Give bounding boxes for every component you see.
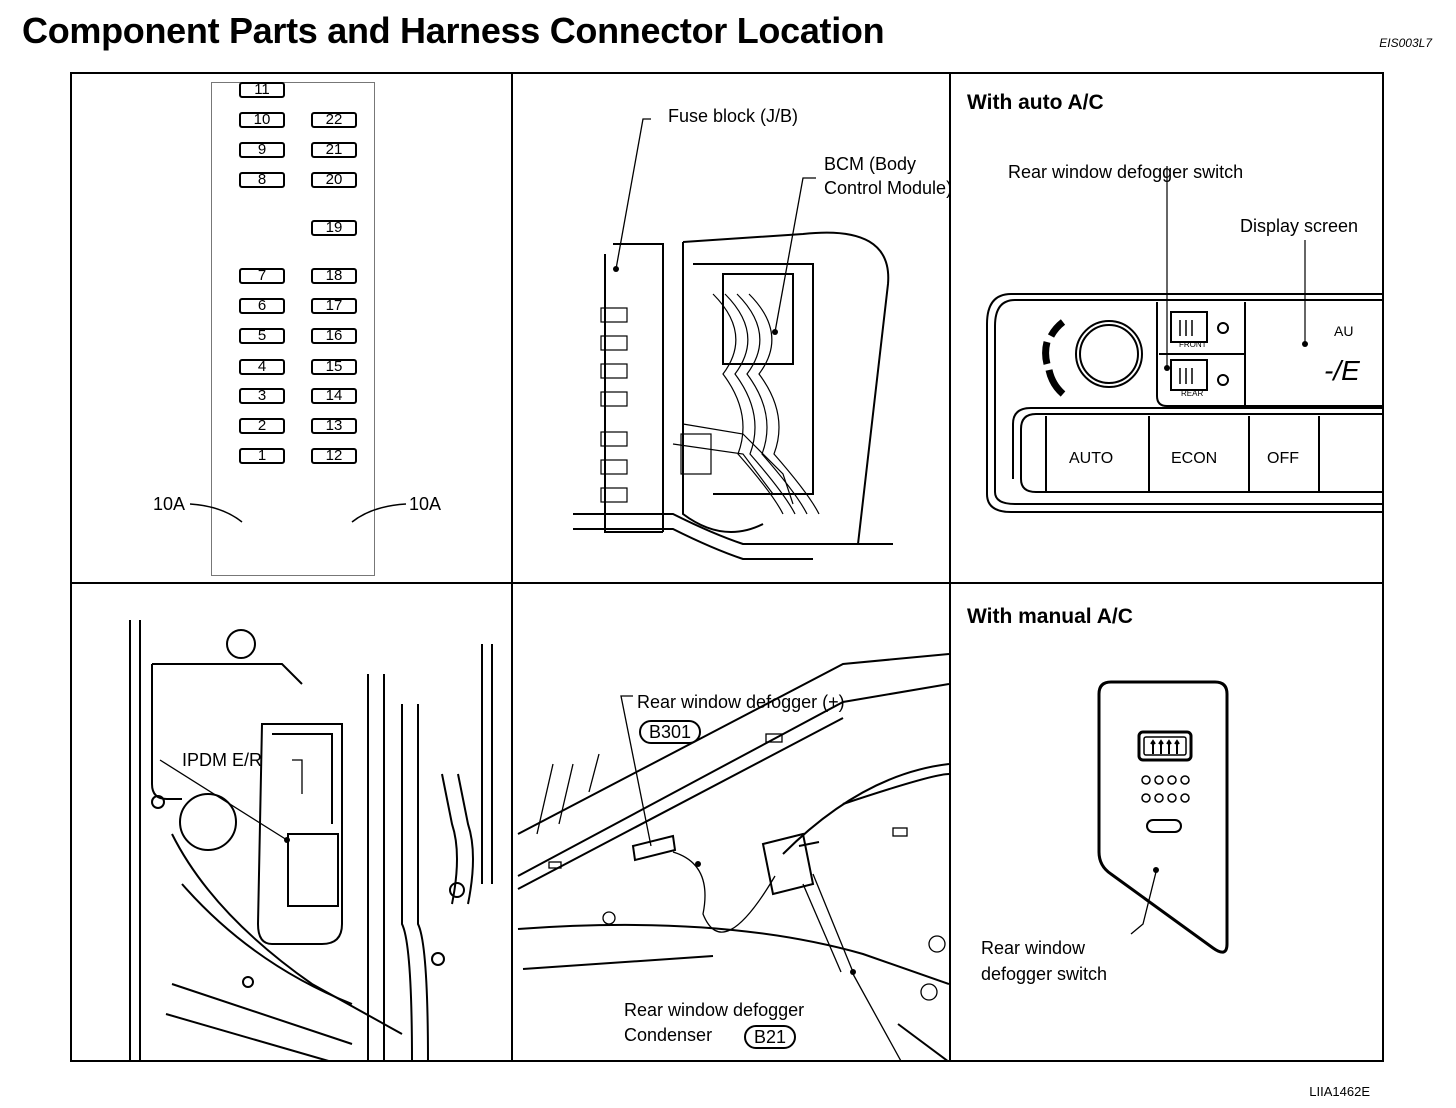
manual-switch-label-line1: Rear window [981,938,1086,958]
fuse-rating-right: 10A [409,494,442,514]
defogger-panel: Rear window defogger (+) B301 Rear windo… [513,584,949,1062]
rear-indicator-text: REAR [1181,389,1203,398]
bcm-label-line2: Control Module) [824,178,949,198]
front-indicator-text: FRONT [1179,340,1207,349]
defogger-switch-label: Rear window defogger switch [1008,162,1244,182]
fuse-13: 13 [311,418,357,434]
grid-divider [511,74,513,1060]
connector-b301: B301 [639,720,702,744]
fuse-rating-left: 10A [153,494,186,514]
fuse-6: 6 [239,298,285,314]
ipdm-illustration [129,620,493,1062]
manual-switch-illustration [1097,680,1229,954]
defogger-plus-label: Rear window defogger (+) [637,692,845,712]
fuse-block-outline [211,82,375,576]
fuse-11: 11 [239,82,285,98]
page-title: Component Parts and Harness Connector Lo… [22,10,885,51]
bcm-illustration [573,118,893,560]
econ-button: ECON [1171,450,1217,467]
fuse-22: 22 [311,112,357,128]
auto-button: AUTO [1069,450,1113,467]
fuse-20: 20 [311,172,357,188]
figure-id: LIIA1462E [1309,1084,1370,1099]
fuse-17: 17 [311,298,357,314]
fuse-1: 1 [239,448,285,464]
bcm-label-line1: BCM (Body [824,154,917,174]
fuse-9: 9 [239,142,285,158]
manual-ac-panel: With manual A/C Rear window defogger swi… [951,584,1384,1062]
ipdm-panel: IPDM E/R [72,584,511,1062]
fuse-5: 5 [239,328,285,344]
fuse-8: 8 [239,172,285,188]
fuse-3: 3 [239,388,285,404]
bcm-panel: Fuse block (J/B) BCM (Body Control Modul… [513,74,949,582]
auto-ac-heading: With auto A/C [967,91,1104,114]
fuse-block-jb-label: Fuse block (J/B) [668,106,799,126]
off-button: OFF [1267,450,1299,467]
ipdm-label: IPDM E/R [182,750,263,770]
grid-divider [949,74,951,1060]
display-partial-digits: -/E [1324,355,1360,386]
fuse-18: 18 [311,268,357,284]
fuse-16: 16 [311,328,357,344]
auto-ac-panel: With auto A/C Rear window defogger switc… [951,74,1384,582]
fuse-7: 7 [239,268,285,284]
fuse-leader-lines [189,503,407,523]
fuse-19: 19 [311,220,357,236]
display-screen-label: Display screen [1240,216,1359,236]
condenser-label-line1: Rear window defogger [624,1000,805,1020]
manual-switch-label-line2: defogger switch [981,964,1108,984]
grid-divider [72,582,1382,584]
fuse-15: 15 [311,359,357,375]
condenser-label-line2: Condenser [624,1025,713,1045]
display-partial-text: AU [1334,323,1353,339]
fuse-10: 10 [239,112,285,128]
fuse-21: 21 [311,142,357,158]
fuse-2: 2 [239,418,285,434]
document-id: EIS003L7 [1379,36,1432,50]
manual-ac-heading: With manual A/C [967,605,1133,628]
fuse-12: 12 [311,448,357,464]
fuse-4: 4 [239,359,285,375]
connector-b21: B21 [744,1025,797,1049]
auto-ac-control-panel: FRONT REAR AU -/E AUTO ECON OFF [986,166,1384,513]
fuse-14: 14 [311,388,357,404]
defogger-illustration [517,653,949,1062]
